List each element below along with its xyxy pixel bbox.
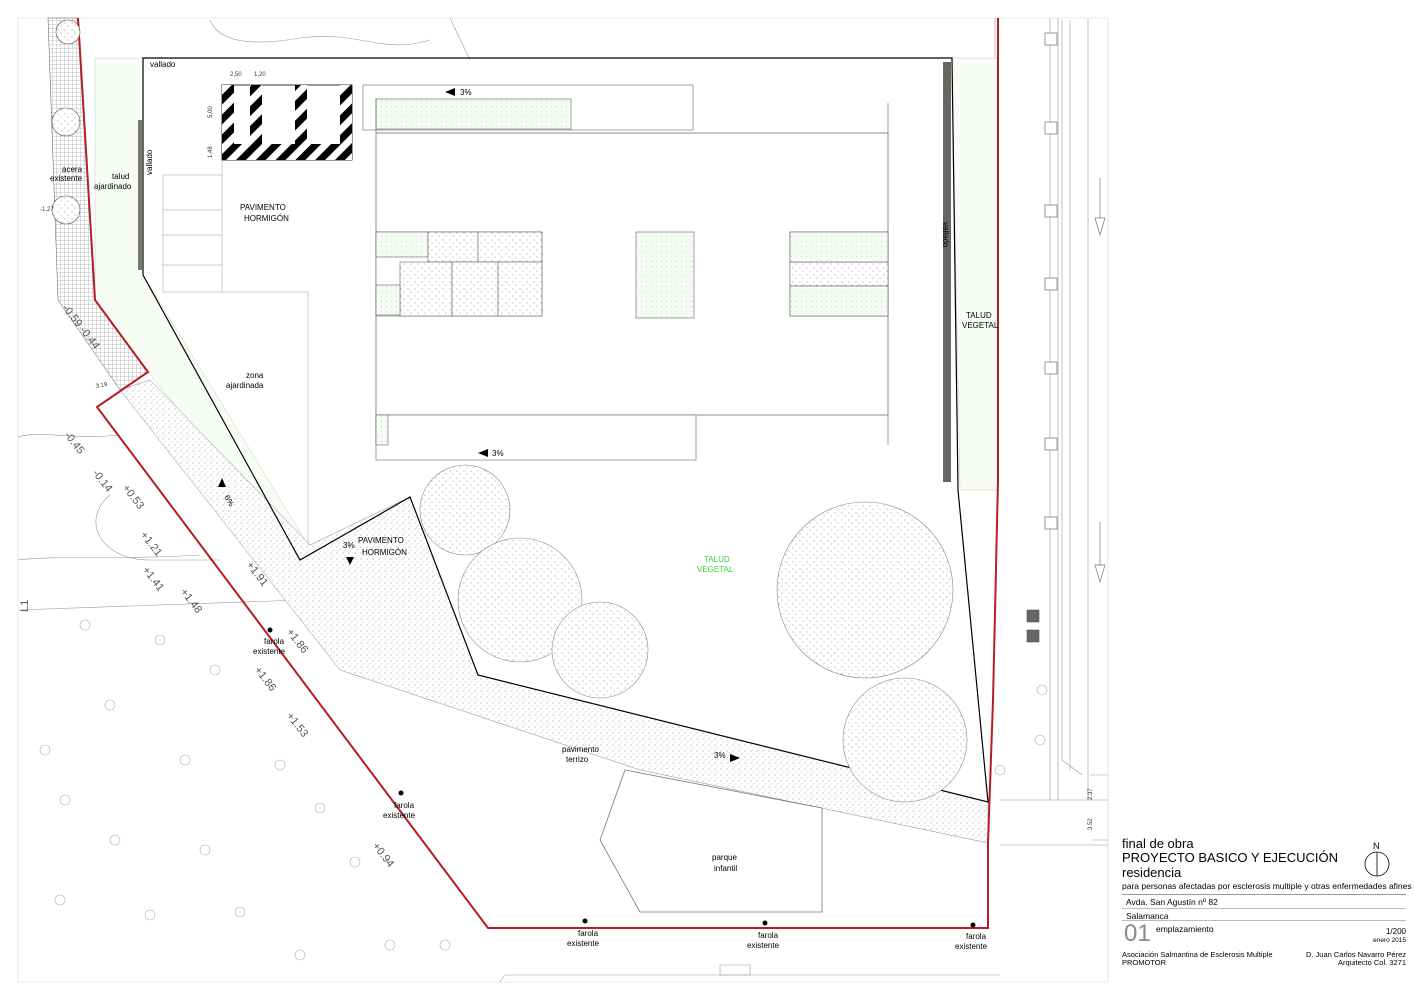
dim-250: 2,50 [230,72,242,78]
label-existente-1: existente [253,647,286,656]
context-lines [17,17,1108,983]
level-319: 3.19 [95,382,108,390]
label-talud-vegetal-2: VEGETAL [962,321,999,330]
label-farola-4: farola [758,931,779,940]
parking-spaces [221,84,353,161]
level-l1: L1 [19,600,31,612]
label-existente-5: existente [955,942,988,951]
label-talud-ajardinado: ajardinado [94,182,132,191]
scattered-shrubs [39,619,1048,961]
architect-registration: Arquitecto Col. 3271 [1338,958,1406,967]
label-acera-existente: existente [50,174,83,183]
level-053: +0.53 [120,482,147,511]
north-label: N [1373,841,1380,851]
level-m045: -0.45 [62,429,87,456]
label-terrizo: terrizo [566,755,589,764]
label-acera: acera [62,165,83,174]
city: Salamanca [1126,911,1169,921]
level-141: +1.41 [140,564,167,593]
sheet-number: 01 [1124,920,1151,947]
dim-148: 1,48 [208,146,214,158]
concrete-paving-joints [162,160,309,545]
label-pavimento-b: PAVIMENTO [358,536,404,545]
architect-name: D. Juan Carlos Navarro Pérez [1305,950,1406,959]
info-box [1122,894,1406,981]
label-hormigon: HORMIGÓN [244,214,289,223]
street-lamps [267,627,976,928]
drawing-scale: 1/200 [1385,927,1406,936]
level-153: +1.53 [284,710,311,739]
building-footprint [362,84,889,461]
client-name: Asociación Salmantina de Esclerosis Mult… [1122,950,1273,959]
level-148: +1.48 [178,586,205,615]
sheet-name: emplazamiento [1156,924,1214,934]
north-arrow-icon: N [1364,841,1390,877]
level-m127: -1.27 [40,207,54,213]
project-title: PROYECTO BASICO Y EJECUCIÓN [1122,850,1338,865]
label-pavimento-terrizo: pavimento [562,745,599,754]
dim-120: 1,20 [254,72,266,78]
traffic-arrows [1094,178,1106,584]
label-pavimento: PAVIMENTO [240,203,286,212]
title-block: final de obra PROYECTO BASICO Y EJECUCIÓ… [1122,836,1412,996]
level-014: -0.14 [90,467,115,494]
slope-label-top: 3% [460,88,472,97]
level-186b: +1.86 [252,664,279,693]
label-zona-ajardinada: ajardinada [226,381,264,390]
client-role: PROMOTOR [1122,958,1167,967]
label-hormigon-b: HORMIGÓN [362,548,407,557]
status-label: final de obra [1122,836,1194,851]
label-vallado-right: vallado [941,222,950,248]
trees [51,19,968,803]
label-existente-4: existente [747,941,780,950]
label-talud-vegetal-green-2: VEGETAL [697,565,734,574]
slope-label-mid: 3% [492,449,504,458]
info-row-divider-2 [1122,920,1406,921]
label-parque: parque [712,853,737,862]
label-farola-5: farola [966,932,987,941]
playground-outline [599,769,823,913]
info-row-divider [1122,908,1406,909]
label-existente-3: existente [567,939,600,948]
street-tree-pits [1026,32,1058,643]
label-vallado-left: vallado [145,149,154,175]
label-farola-1: farola [264,637,285,646]
building-title: residencia [1122,865,1182,880]
hedge-right [943,62,951,482]
address: Avda. San Agustín nº 82 [1126,897,1218,907]
dim-500: 5,00 [208,106,214,118]
label-vallado-top: vallado [150,60,176,69]
slope-label-terrizo: 3% [714,751,726,760]
dim-237: 2.37 [1088,788,1094,800]
project-description: para personas afectadas por esclerosis m… [1122,881,1412,891]
drawing-date: enero 2015 [1373,937,1406,944]
label-infantil: infantil [714,864,737,873]
level-121: +1.21 [138,529,165,558]
label-talud-vegetal: TALUD [966,311,992,320]
planted-slope-right [951,57,999,491]
level-094: +0.94 [370,840,397,869]
label-farola-2: farola [394,801,415,810]
label-talud: talud [112,172,129,181]
dim-352: 3.52 [1088,818,1094,830]
label-zona: zona [246,371,264,380]
slope-label-pav: 3% [343,541,355,550]
hedge-left [138,120,142,270]
label-talud-vegetal-green: TALUD [704,555,730,564]
label-existente-2: existente [383,811,416,820]
label-farola-3: farola [578,929,599,938]
plot-outline [142,57,989,803]
level-186a: +1.86 [284,626,311,655]
property-boundary [77,17,999,929]
slope-arrows [218,88,740,762]
